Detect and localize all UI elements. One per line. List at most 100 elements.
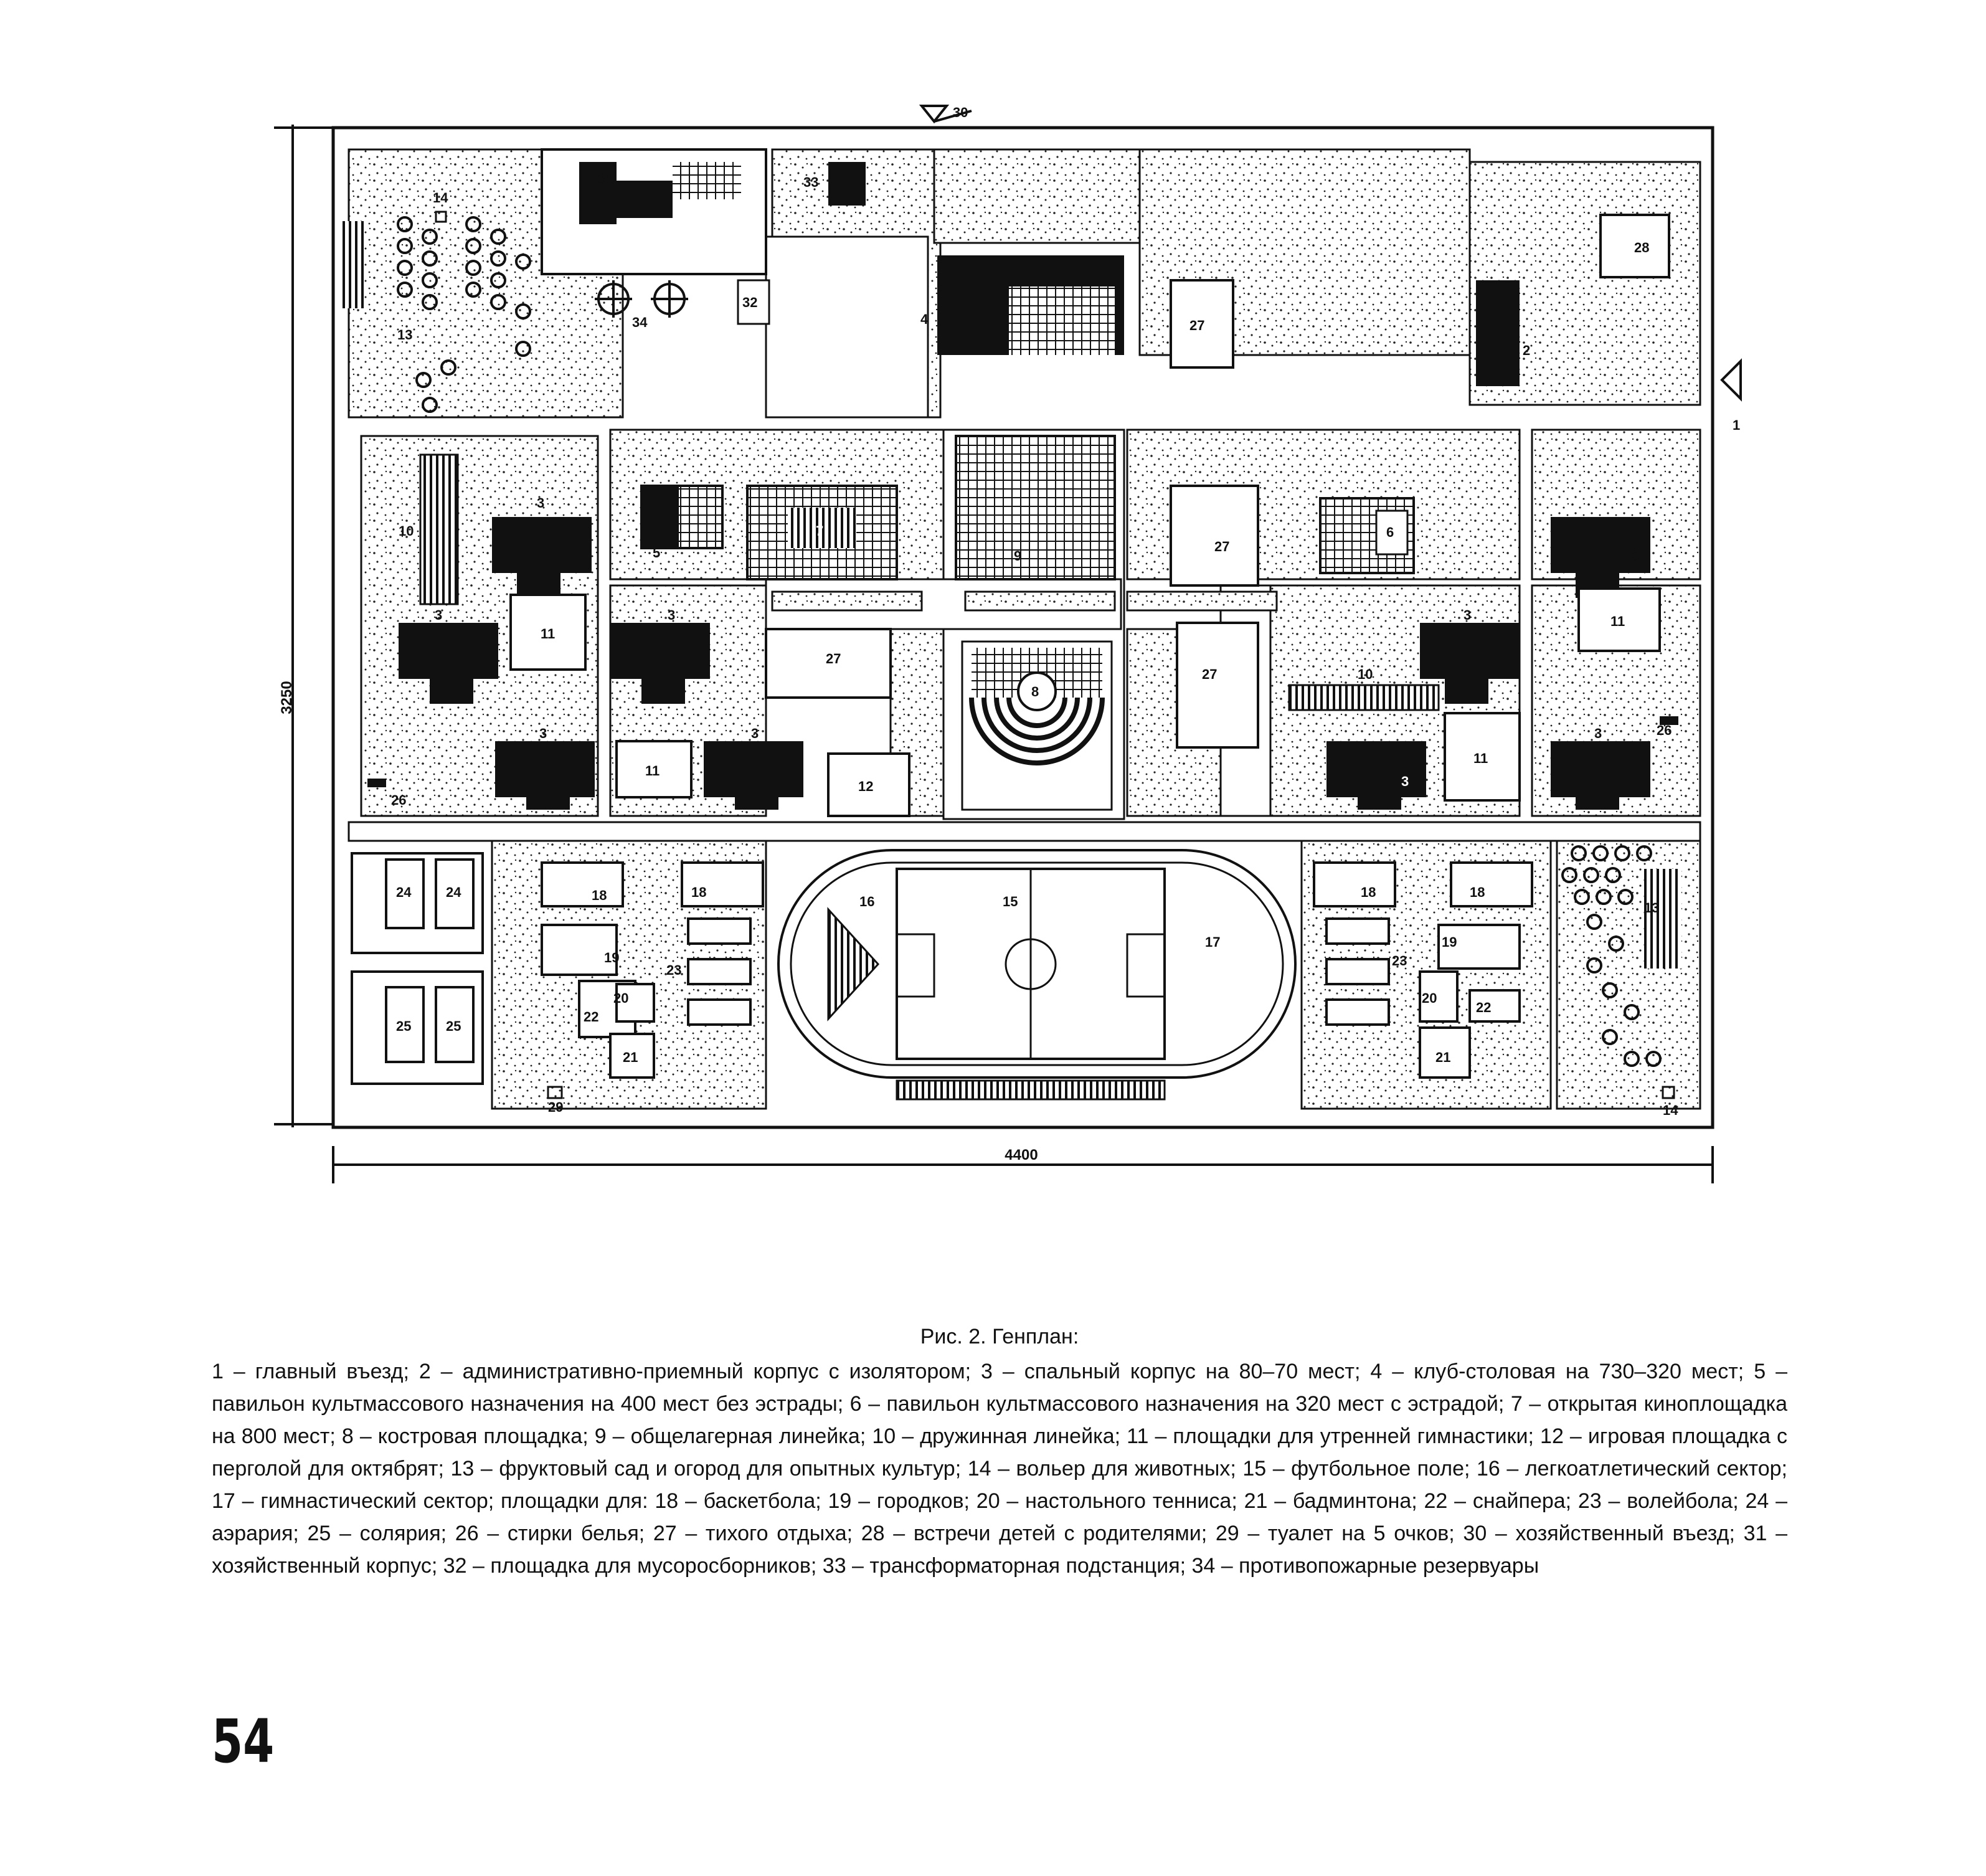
label-27b: 27: [1214, 539, 1229, 554]
label-9: 9: [1014, 548, 1021, 564]
svg-text:7: 7: [816, 523, 823, 539]
svg-text:15: 15: [1003, 894, 1018, 909]
svg-text:18: 18: [1361, 884, 1376, 900]
svg-text:1: 1: [1733, 417, 1740, 433]
svg-text:20: 20: [1422, 990, 1437, 1006]
parents-meeting-area: 28: [1599, 214, 1670, 278]
stadium: [777, 849, 1297, 1101]
quiet-rest-areas: [765, 279, 1259, 749]
svg-text:18: 18: [691, 884, 706, 900]
label-24b: 24: [446, 884, 461, 900]
general-assembly-ground: [955, 435, 1116, 580]
svg-text:31: 31: [598, 171, 613, 187]
svg-text:29: 29: [548, 1099, 563, 1115]
orchard-north: [397, 216, 531, 413]
svg-text:26: 26: [1657, 722, 1672, 738]
svg-text:20: 20: [613, 990, 628, 1006]
svg-text:13: 13: [397, 327, 412, 343]
svg-text:21: 21: [623, 1049, 638, 1065]
svg-text:14: 14: [1663, 1102, 1678, 1118]
label-3g: 3: [1594, 726, 1602, 741]
refuse-area: [737, 279, 770, 325]
pavilion-6: 6: [1319, 497, 1415, 574]
exercise-areas: [509, 587, 1661, 802]
label-3d: 3: [539, 726, 547, 741]
dormitory-buildings: [399, 517, 1650, 810]
label-3b: 3: [435, 607, 442, 623]
svg-text:19: 19: [604, 950, 619, 965]
sunbathing-areas: [351, 852, 484, 1085]
squad-lines: 10 10: [399, 453, 1440, 711]
label-27a: 27: [826, 651, 841, 666]
label-8: 8: [1031, 684, 1039, 699]
label-3a: 3: [537, 495, 544, 511]
svg-text:19: 19: [1442, 934, 1457, 950]
label-3f: 3: [1463, 607, 1471, 623]
dimension-lines: [274, 125, 1714, 1183]
svg-text:34: 34: [632, 315, 648, 330]
svg-text:22: 22: [584, 1009, 598, 1025]
site-plan-drawing: 3250 4400 30 1: [274, 105, 1742, 1183]
volleyball-courts-west: [687, 917, 752, 1026]
svg-text:17: 17: [1205, 934, 1220, 950]
admin-building: 2: [1476, 280, 1530, 386]
toilet-west: [547, 1086, 563, 1099]
svg-text:26: 26: [391, 792, 406, 808]
label-11b: 11: [645, 763, 660, 779]
svg-text:32: 32: [742, 295, 757, 310]
courts-west: [541, 861, 764, 1079]
label-11a: 11: [541, 626, 555, 642]
svg-text:14: 14: [433, 190, 448, 206]
width-dimension: 4400: [1005, 1147, 1038, 1163]
svg-text:12: 12: [858, 779, 873, 794]
svg-text:16: 16: [859, 894, 874, 909]
caption-title: Рис. 2. Генплан:: [920, 1325, 1079, 1348]
label-3e: 3: [751, 726, 759, 741]
label-27c: 27: [1202, 666, 1217, 682]
volleyball-courts-east: [1325, 917, 1390, 1026]
open-air-cinema: 7: [746, 485, 898, 580]
page-number: 54: [212, 1707, 275, 1776]
pavilion-5: 5: [640, 485, 724, 561]
caption-legend: 1 – главный въезд; 2 – административно-п…: [212, 1360, 1787, 1578]
garden-beds-east: [1644, 869, 1681, 969]
campfire-ground: 8: [961, 640, 1113, 811]
fire-reservoirs: [595, 280, 688, 318]
service-entrance-marker: 30: [919, 105, 972, 124]
svg-text:30: 30: [953, 105, 968, 120]
svg-text:4: 4: [920, 311, 929, 327]
play-area-12: [827, 752, 910, 817]
label-25a: 25: [396, 1018, 411, 1034]
svg-text:13: 13: [1644, 900, 1659, 916]
svg-text:10: 10: [399, 523, 414, 539]
label-3i: 3: [1401, 774, 1409, 789]
label-27d: 27: [1189, 318, 1204, 333]
svg-text:22: 22: [1476, 1000, 1491, 1015]
svg-text:33: 33: [803, 174, 818, 190]
svg-text:23: 23: [666, 962, 681, 978]
animal-enclosure-south: [1662, 1086, 1675, 1099]
svg-text:28: 28: [1634, 240, 1649, 255]
svg-text:18: 18: [1470, 884, 1485, 900]
orchard-east: [1561, 845, 1662, 1067]
height-dimension: 3250: [278, 681, 295, 714]
svg-text:5: 5: [653, 545, 660, 561]
service-building: 31: [541, 148, 767, 275]
svg-text:10: 10: [1358, 666, 1373, 682]
club-dining-hall: 4: [920, 255, 1124, 355]
label-25b: 25: [446, 1018, 461, 1034]
label-3c: 3: [668, 607, 675, 623]
svg-text:21: 21: [1435, 1049, 1450, 1065]
svg-text:18: 18: [592, 888, 607, 903]
figure-caption: Рис. 2. Генплан: 1 – главный въезд; 2 – …: [212, 1320, 1787, 1582]
transformer-station: 33: [803, 162, 866, 206]
laundry-area: 26 26: [367, 716, 1678, 808]
main-entrance-marker: 1: [1720, 358, 1742, 433]
svg-text:6: 6: [1386, 524, 1394, 540]
label-11c: 11: [1473, 751, 1488, 766]
label-3h: 3: [1632, 548, 1639, 564]
svg-text:2: 2: [1523, 343, 1530, 358]
label-11d: 11: [1610, 613, 1625, 629]
svg-text:23: 23: [1392, 953, 1407, 969]
animal-enclosure-north: 14: [433, 190, 448, 223]
